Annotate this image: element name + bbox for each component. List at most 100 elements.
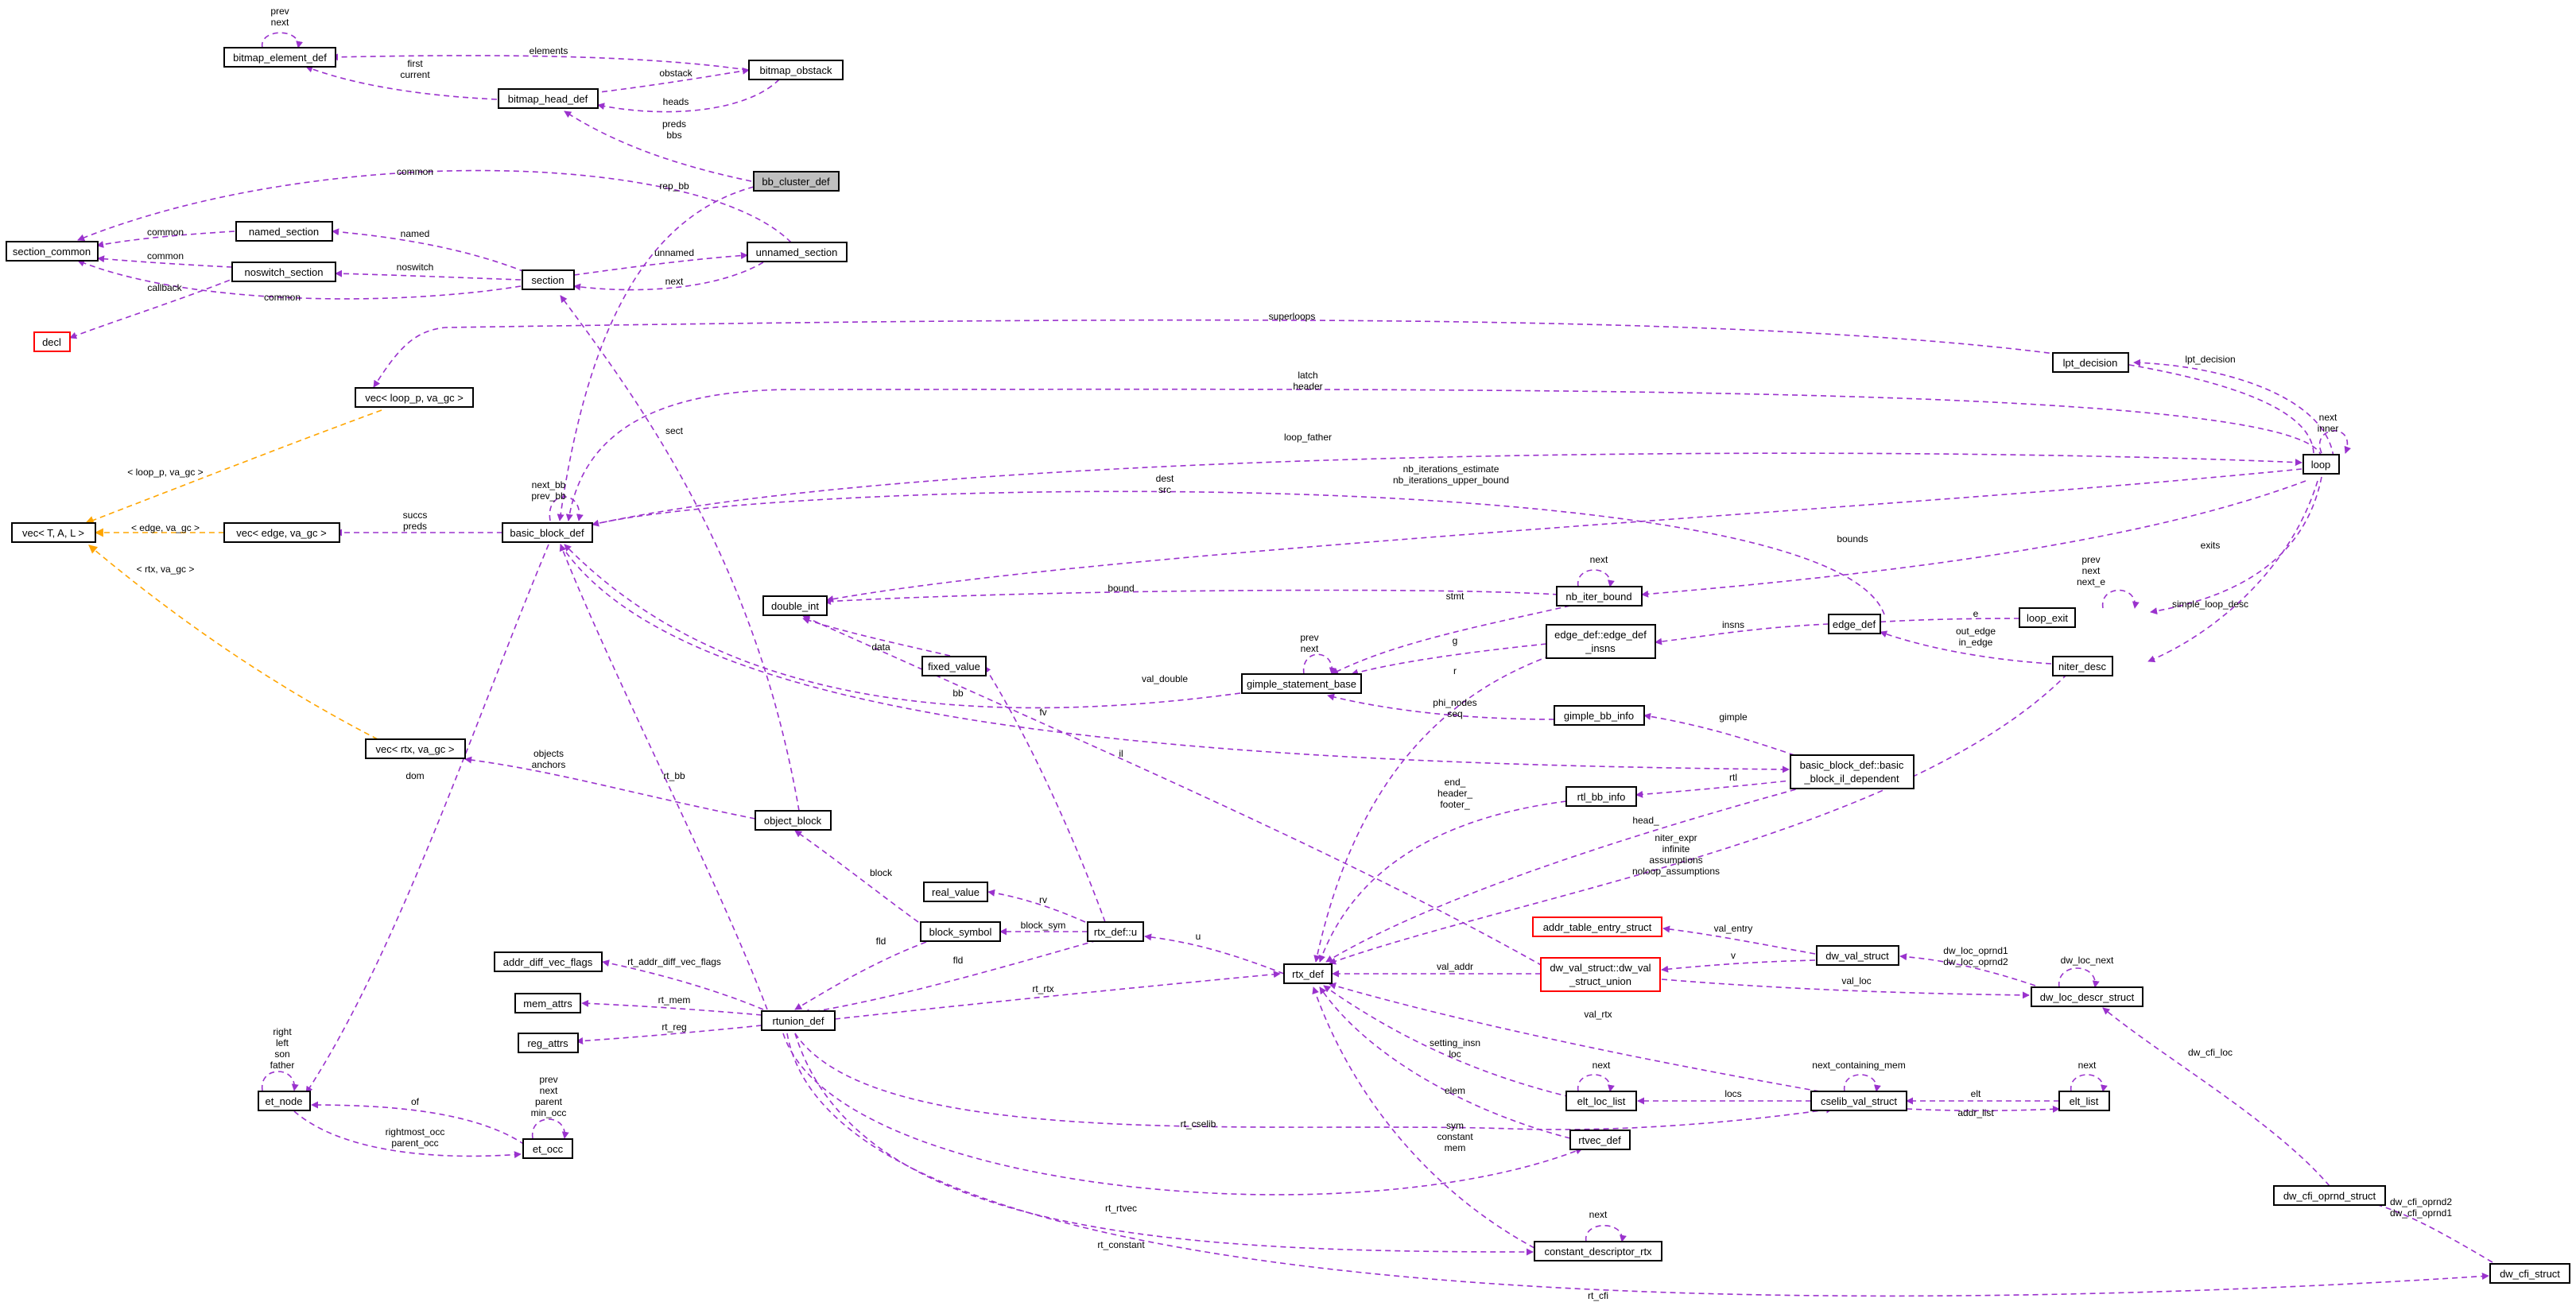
- node-cselib-val-struct[interactable]: cselib_val_struct: [1810, 1091, 1907, 1111]
- svg-text:dw_cfi_oprnd_struct: dw_cfi_oprnd_struct: [2283, 1190, 2376, 1202]
- node-block-symbol[interactable]: block_symbol: [920, 921, 1001, 942]
- edge-et-occ-of: [311, 1101, 526, 1145]
- node-addr-diff-vec-flags[interactable]: addr_diff_vec_flags: [494, 951, 603, 972]
- label-left: left: [276, 1037, 289, 1048]
- node-basic-block-def[interactable]: basic_block_def: [502, 522, 593, 543]
- node-vec-rtx[interactable]: vec< rtx, va_gc >: [365, 738, 466, 759]
- node-fixed-value[interactable]: fixed_value: [921, 656, 987, 676]
- label-dw-cfi-oprnd2: dw_cfi_oprnd2: [2390, 1196, 2452, 1207]
- node-named-section[interactable]: named_section: [235, 221, 333, 242]
- label-dw-loc-next: dw_loc_next: [2061, 955, 2114, 966]
- edge-elt-list-self: [2070, 1074, 2108, 1092]
- label-stmt: stmt: [1446, 591, 1465, 602]
- node-noswitch-section[interactable]: noswitch_section: [231, 262, 336, 282]
- edge-vec-rtx-template[interactable]: [88, 544, 378, 740]
- label-dest: dest: [1156, 473, 1174, 484]
- edge-rtunion-rt-cselib: [794, 1033, 1833, 1130]
- svg-text:elt_loc_list: elt_loc_list: [1577, 1095, 1626, 1107]
- edge-loop-exit-e: [1872, 618, 2020, 626]
- node-bitmap-obstack[interactable]: bitmap_obstack: [748, 60, 844, 80]
- node-rtx-def-u[interactable]: rtx_def::u: [1087, 921, 1144, 942]
- svg-text:bitmap_head_def: bitmap_head_def: [508, 93, 588, 105]
- svg-text:edge_def::edge_def: edge_def::edge_def: [1554, 629, 1647, 641]
- node-reg-attrs[interactable]: reg_attrs: [518, 1033, 579, 1053]
- node-edge-def-insns[interactable]: edge_def::edge_def_insns: [1546, 624, 1656, 659]
- node-basic-block-il-dependent[interactable]: basic_block_def::basic_block_il_dependen…: [1790, 754, 1915, 789]
- node-mem-attrs[interactable]: mem_attrs: [514, 993, 581, 1013]
- node-vec-edge[interactable]: vec< edge, va_gc >: [223, 522, 340, 543]
- edge-bitmap-obstack-elements: [331, 53, 748, 71]
- node-rtvec-def[interactable]: rtvec_def: [1569, 1130, 1631, 1150]
- svg-text:niter_desc: niter_desc: [2058, 661, 2106, 672]
- node-double-int[interactable]: double_int: [762, 595, 828, 616]
- node-et-occ[interactable]: et_occ: [522, 1138, 573, 1159]
- label-preds-2: preds: [403, 521, 427, 532]
- node-bb-cluster-def[interactable]: bb_cluster_def: [753, 171, 840, 192]
- node-object-block[interactable]: object_block: [755, 810, 832, 831]
- node-gimple-bb-info[interactable]: gimple_bb_info: [1554, 705, 1645, 726]
- node-edge-def[interactable]: edge_def: [1828, 614, 1881, 634]
- label-seq: seq: [1447, 708, 1462, 719]
- node-rtunion-def[interactable]: rtunion_def: [761, 1010, 836, 1031]
- node-dw-loc-descr-struct[interactable]: dw_loc_descr_struct: [2031, 986, 2143, 1007]
- edge-unnamed-common: [77, 169, 792, 243]
- node-section-common[interactable]: section_common: [6, 241, 99, 262]
- edge-noswitch-callback: [69, 276, 239, 339]
- node-decl[interactable]: decl: [33, 331, 71, 352]
- node-vec-t[interactable]: vec< T, A, L >: [11, 522, 96, 543]
- label-objects: objects: [533, 748, 564, 759]
- svg-text:noswitch_section: noswitch_section: [245, 266, 324, 278]
- node-unnamed-section[interactable]: unnamed_section: [747, 242, 848, 262]
- node-dw-cfi-struct[interactable]: dw_cfi_struct: [2489, 1263, 2570, 1284]
- node-rtx-def[interactable]: rtx_def: [1283, 963, 1333, 984]
- label-rt-addr-diff-vec-flags: rt_addr_diff_vec_flags: [627, 956, 721, 967]
- node-niter-desc[interactable]: niter_desc: [2052, 656, 2113, 676]
- node-dw-val-struct-union[interactable]: dw_val_struct::dw_val_struct_union: [1540, 957, 1661, 992]
- node-constant-descriptor-rtx[interactable]: constant_descriptor_rtx: [1534, 1241, 1662, 1261]
- label-parent: parent: [535, 1096, 563, 1107]
- label-elem: elem: [1445, 1085, 1465, 1096]
- node-elt-list[interactable]: elt_list: [2058, 1091, 2110, 1111]
- edge-dw-val-v: [1661, 959, 1816, 973]
- label-head: head_: [1632, 815, 1659, 826]
- label-succs: succs: [403, 510, 428, 521]
- edge-gimple-bb-phi: [1327, 693, 1555, 720]
- node-real-value[interactable]: real_value: [923, 882, 988, 902]
- node-elt-loc-list[interactable]: elt_loc_list: [1565, 1091, 1637, 1111]
- edge-loop-latch: [565, 388, 2322, 521]
- label-e: e: [1973, 608, 1979, 619]
- label-exits: exits: [2201, 540, 2221, 551]
- node-rtl-bb-info[interactable]: rtl_bb_info: [1565, 786, 1637, 807]
- edge-edge-insns: [1655, 623, 1829, 645]
- node-addr-table-entry-struct[interactable]: addr_table_entry_struct: [1532, 917, 1662, 937]
- node-et-node[interactable]: et_node: [258, 1091, 311, 1111]
- node-section[interactable]: section: [522, 269, 575, 290]
- label-insns: insns: [1722, 619, 1744, 630]
- label-rightmost-occ: rightmost_occ: [386, 1126, 445, 1137]
- node-bitmap-element-def[interactable]: bitmap_element_def: [223, 47, 336, 68]
- label-fld-1: fld: [876, 936, 886, 947]
- node-vec-loop[interactable]: vec< loop_p, va_gc >: [355, 387, 474, 408]
- node-dw-val-struct[interactable]: dw_val_struct: [1816, 945, 1899, 966]
- edge-vec-loop-template[interactable]: [84, 409, 382, 525]
- node-dw-cfi-oprnd-struct[interactable]: dw_cfi_oprnd_struct: [2273, 1185, 2386, 1206]
- label-next-bb: next_bb: [532, 479, 566, 490]
- node-loop-exit[interactable]: loop_exit: [2019, 607, 2076, 628]
- edge-cselib-val-rtx: [1329, 982, 1829, 1094]
- label-nb-iterations-upper-bound: nb_iterations_upper_bound: [1393, 475, 1509, 486]
- edge-unnamed-next: [573, 262, 764, 291]
- node-loop[interactable]: loop: [2302, 454, 2340, 475]
- svg-text:cselib_val_struct: cselib_val_struct: [1821, 1095, 1897, 1107]
- edge-section-named: [332, 228, 526, 273]
- nodes: bitmap_element_def bitmap_obstack bitmap…: [6, 47, 2570, 1284]
- svg-text:basic_block_def: basic_block_def: [510, 527, 584, 539]
- node-nb-iter-bound[interactable]: nb_iter_bound: [1556, 586, 1643, 606]
- node-lpt-decision[interactable]: lpt_decision: [2052, 352, 2129, 373]
- svg-text:edge_def: edge_def: [1833, 618, 1876, 630]
- node-bitmap-head-def[interactable]: bitmap_head_def: [498, 88, 599, 109]
- edge-addr-table-val-entry: [1662, 925, 1816, 955]
- node-gimple-statement-base[interactable]: gimple_statement_base: [1241, 673, 1362, 694]
- label-next-containing-mem: next_containing_mem: [1812, 1060, 1905, 1071]
- svg-text:block_symbol: block_symbol: [929, 926, 992, 938]
